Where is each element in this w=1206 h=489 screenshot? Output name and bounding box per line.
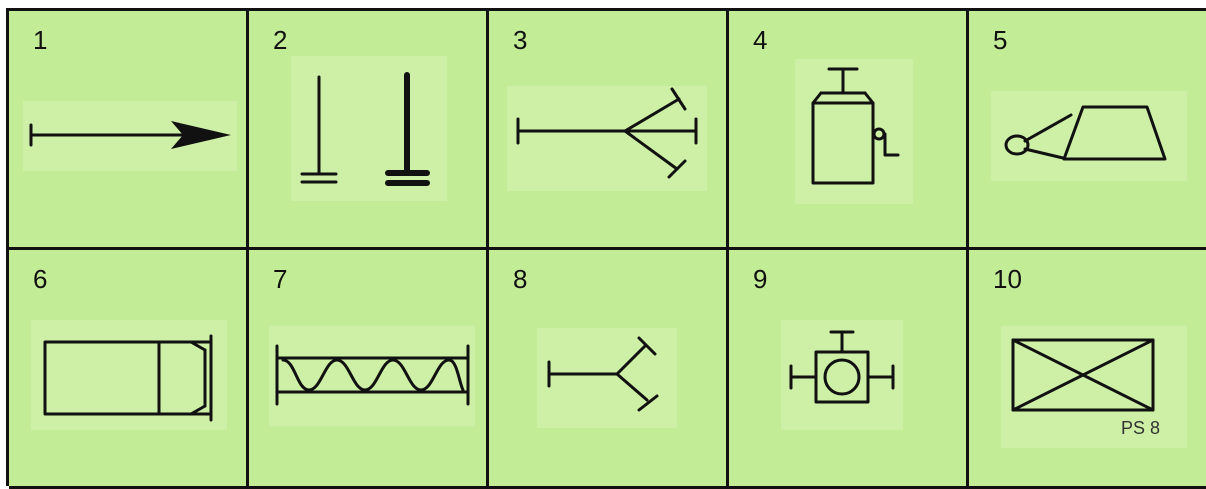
cell-number: 5 bbox=[993, 25, 1008, 55]
symbol-cell-3: 3 bbox=[489, 11, 729, 250]
symbol-cell-5: 5 bbox=[969, 11, 1206, 250]
symbol-cell-10: 10 PS 8 bbox=[969, 250, 1206, 489]
symbol-label: PS 8 bbox=[1121, 418, 1160, 438]
symbol-cell-8: 8 bbox=[489, 250, 729, 489]
crossed-box-icon: PS 8 bbox=[1001, 326, 1187, 448]
arrow-icon bbox=[23, 101, 237, 171]
cell-number: 7 bbox=[273, 264, 288, 294]
symbol-grid: 1 2 3 bbox=[6, 8, 1206, 489]
hand-pump-icon bbox=[795, 59, 913, 204]
cell-number: 4 bbox=[753, 25, 768, 55]
screw-conveyor-icon bbox=[269, 326, 475, 426]
ground-stakes-icon bbox=[291, 56, 447, 201]
cell-number: 10 bbox=[993, 264, 1022, 294]
symbol-cell-2: 2 bbox=[249, 11, 489, 250]
cell-number: 2 bbox=[273, 25, 288, 55]
cell-number: 9 bbox=[753, 264, 768, 294]
symbol-cell-7: 7 bbox=[249, 250, 489, 489]
cell-number: 1 bbox=[33, 25, 48, 55]
symbol-cell-9: 9 bbox=[729, 250, 969, 489]
cell-number: 6 bbox=[33, 264, 48, 294]
symbol-cell-6: 6 bbox=[9, 250, 249, 489]
cell-number: 8 bbox=[513, 264, 528, 294]
container-box-icon bbox=[31, 320, 227, 430]
trailer-icon bbox=[991, 91, 1187, 181]
circular-valve-icon bbox=[781, 320, 903, 430]
cell-number: 3 bbox=[513, 25, 528, 55]
two-way-branch-icon bbox=[537, 328, 677, 428]
symbol-cell-4: 4 bbox=[729, 11, 969, 250]
three-way-branch-icon bbox=[507, 86, 707, 191]
symbol-cell-1: 1 bbox=[9, 11, 249, 250]
